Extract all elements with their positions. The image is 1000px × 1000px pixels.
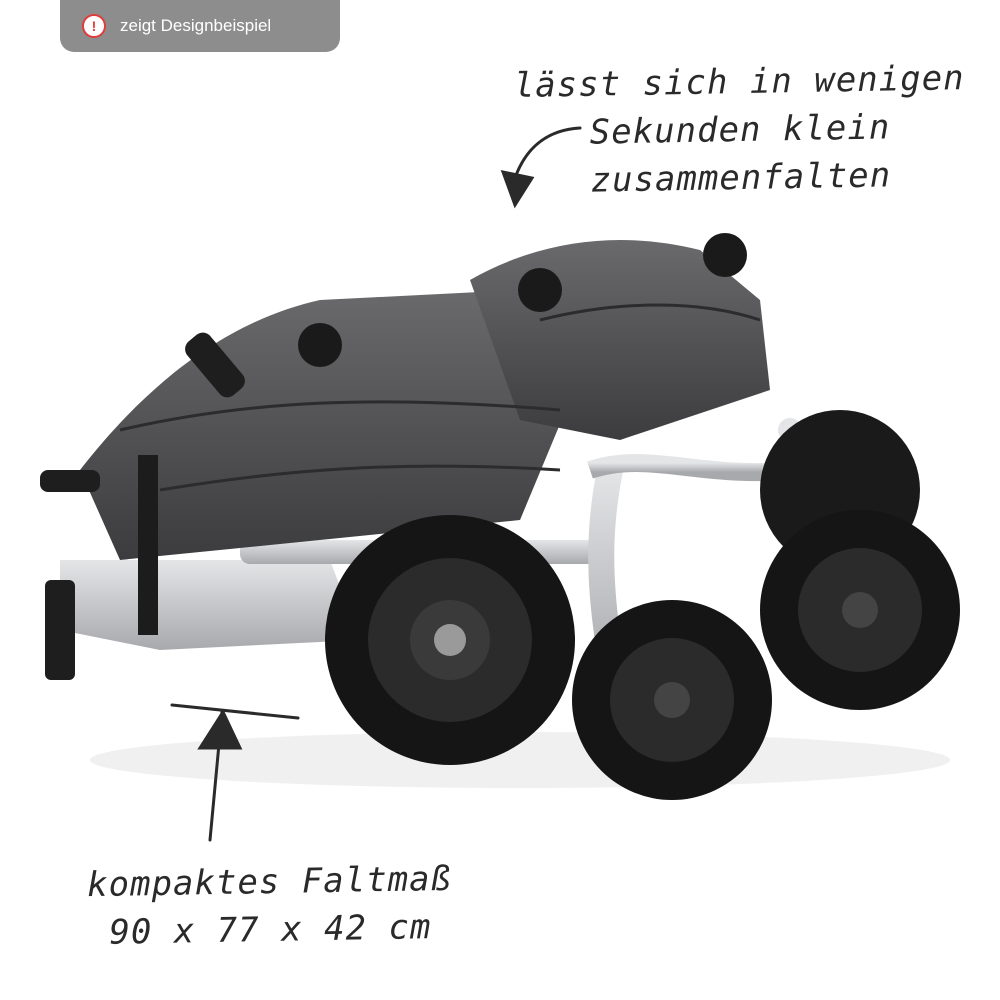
top-caster-wheel <box>703 233 747 277</box>
big-wheel <box>325 515 575 765</box>
front-wheel-right <box>760 510 960 710</box>
foot-brake <box>40 470 100 492</box>
base-frame <box>60 560 360 650</box>
front-wheel-middle <box>572 600 772 800</box>
fabric-seam <box>539 303 761 322</box>
handle-grip <box>185 332 245 398</box>
fabric-seam <box>119 400 561 432</box>
design-example-badge: ! zeigt Designbeispiel <box>60 0 340 52</box>
carry-strap <box>138 455 158 635</box>
annotation-fold-size: kompaktes Faltmaß 90 x 77 x 42 cm <box>86 858 453 953</box>
arrow-bottom <box>170 703 300 842</box>
arrow-top <box>500 126 582 209</box>
badge-label: zeigt Designbeispiel <box>120 16 272 35</box>
warning-icon: ! <box>82 14 106 38</box>
fabric-seam <box>159 464 561 492</box>
top-caster-wheel <box>518 268 562 312</box>
top-caster-wheel <box>298 323 342 367</box>
annotation-fold-quickly: lässt sich in wenigen Sekunden klein zus… <box>513 58 965 201</box>
rear-foot <box>45 580 75 680</box>
